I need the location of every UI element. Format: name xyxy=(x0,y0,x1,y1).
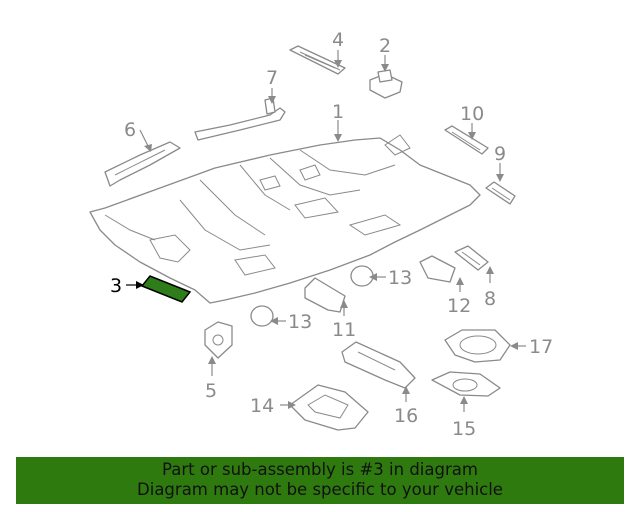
callout-8: 8 xyxy=(484,288,496,310)
part-11 xyxy=(304,277,346,313)
callout-15: 15 xyxy=(452,418,476,440)
callout-9: 9 xyxy=(494,143,506,165)
part-10 xyxy=(444,125,489,155)
part-13-ring-upper xyxy=(350,265,374,287)
part-3-highlighted xyxy=(140,275,192,303)
callout-11: 11 xyxy=(332,319,356,341)
callout-6: 6 xyxy=(124,119,136,141)
leader-lines xyxy=(126,50,526,412)
part-13-ring-lower xyxy=(250,305,274,327)
callout-17: 17 xyxy=(529,336,553,358)
part-2 xyxy=(369,69,403,99)
callout-10: 10 xyxy=(460,103,484,125)
callout-12: 12 xyxy=(447,295,471,317)
part-12 xyxy=(419,255,456,283)
callout-16: 16 xyxy=(394,405,418,427)
callout-7: 7 xyxy=(266,67,278,89)
callout-14: 14 xyxy=(250,395,274,417)
banner-line-1: Part or sub-assembly is #3 in diagram xyxy=(162,460,478,479)
parts-diagram: 1 2 3 4 5 6 7 8 9 10 11 12 13 13 14 15 1… xyxy=(89,29,553,440)
part-8 xyxy=(454,245,489,271)
callout-2: 2 xyxy=(379,35,391,57)
info-banner: Part or sub-assembly is #3 in diagram Di… xyxy=(16,457,624,504)
part-6 xyxy=(104,141,181,187)
banner-line-2: Diagram may not be specific to your vehi… xyxy=(137,480,503,499)
callout-5: 5 xyxy=(205,380,217,402)
part-16 xyxy=(341,341,416,389)
part-17 xyxy=(444,329,511,363)
part-9 xyxy=(485,181,516,205)
callout-3: 3 xyxy=(110,275,122,297)
callout-13-lower: 13 xyxy=(288,311,312,333)
part-15 xyxy=(431,371,501,397)
part-4 xyxy=(289,45,346,75)
callout-13-upper: 13 xyxy=(388,267,412,289)
part-7 xyxy=(194,97,286,141)
part-1-headliner xyxy=(89,134,481,304)
part-5 xyxy=(204,321,233,359)
callout-4: 4 xyxy=(332,29,344,51)
part-14 xyxy=(289,384,369,431)
callout-1: 1 xyxy=(332,101,344,123)
